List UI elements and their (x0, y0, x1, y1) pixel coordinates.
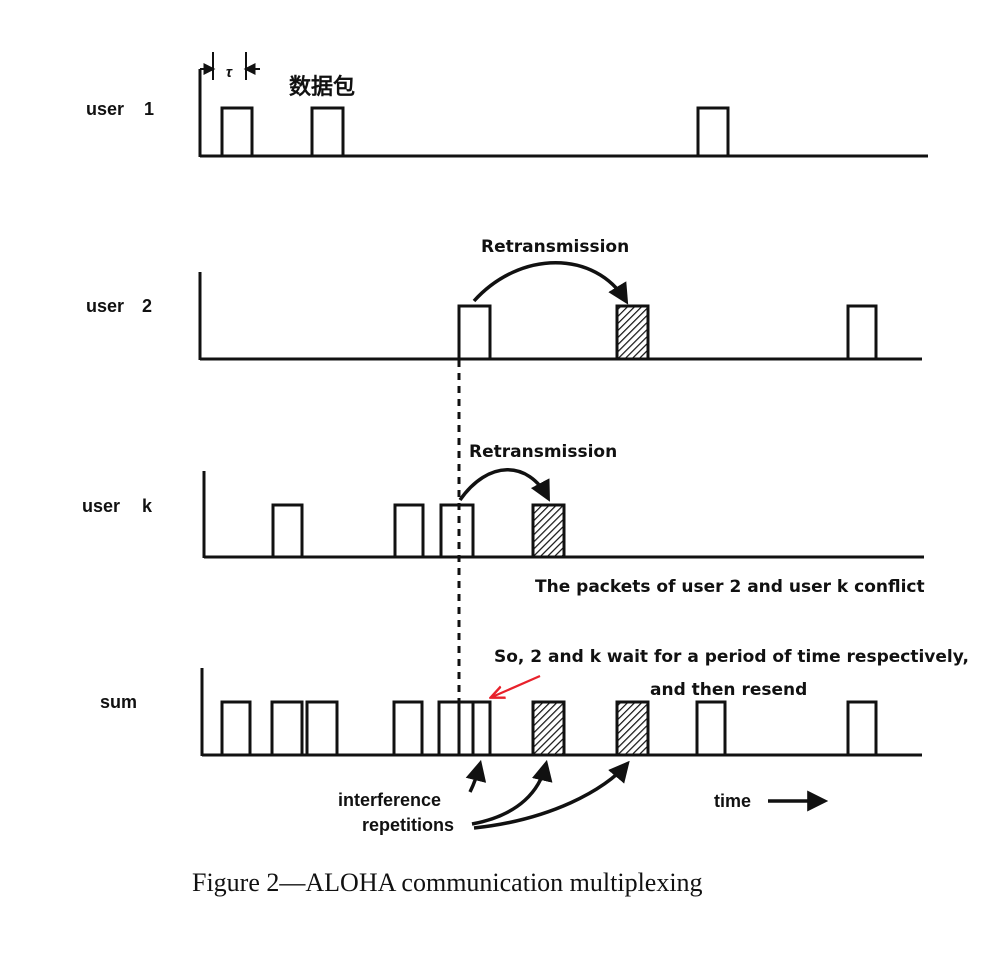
packet (695, 700, 727, 755)
time-label: time (714, 791, 751, 811)
tau-dimension: τ (200, 52, 260, 81)
packet (270, 700, 304, 755)
retransmission-arrow (458, 468, 550, 502)
packet-label: 数据包 (289, 74, 355, 100)
packet (393, 503, 425, 557)
row-label-sum: sum (100, 692, 137, 712)
packet (696, 106, 730, 156)
timeline-sum (200, 668, 922, 757)
highlight-arrow (492, 674, 541, 697)
retransmission-label: Retransmission (469, 442, 617, 462)
tau-symbol: τ (226, 64, 233, 81)
interference-arrows (465, 759, 630, 830)
packet-collided (457, 304, 492, 359)
packet (846, 700, 878, 755)
packet (846, 304, 878, 359)
packet-retransmitted (531, 700, 566, 757)
timeline-user-k (202, 468, 924, 559)
packet-retransmitted (615, 700, 650, 757)
packet (392, 700, 424, 755)
packet (220, 106, 254, 156)
packet (271, 503, 304, 557)
retransmission-arrow (472, 261, 629, 305)
packet-collision-overlap (437, 700, 492, 755)
repetition-arrow (471, 759, 553, 826)
interference-arrow (465, 759, 487, 793)
timeline-user-1 (198, 69, 928, 158)
interference-label: interference (338, 790, 441, 810)
conflict-note: The packets of user 2 and user k conflic… (535, 577, 925, 597)
wait-note-line2: and then resend (650, 680, 807, 700)
wait-note-line1: So, 2 and k wait for a period of time re… (494, 647, 969, 667)
packet (310, 106, 345, 156)
timeline-user-2 (198, 261, 922, 361)
packet-collided (439, 503, 475, 557)
repetition-arrow (473, 760, 630, 830)
packet (220, 700, 252, 755)
retransmission-label: Retransmission (481, 237, 629, 257)
figure-caption: Figure 2—ALOHA communication multiplexin… (192, 868, 703, 897)
packet (305, 700, 339, 755)
packet-retransmitted (531, 503, 566, 559)
packet-retransmitted (615, 304, 650, 361)
repetitions-label: repetitions (362, 815, 454, 835)
